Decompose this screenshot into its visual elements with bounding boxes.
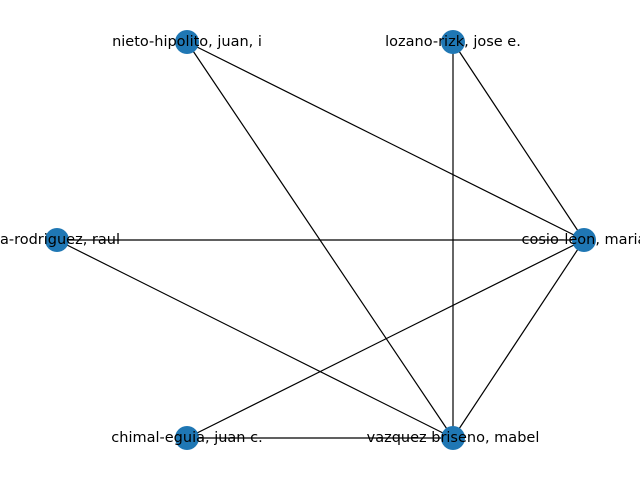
node-vazquez (441, 426, 465, 450)
label-layer: nieto-hipolito, juan, i lozano-rizk, jose… (0, 34, 640, 446)
node-label-rodriguez: ra-rodriguez, raul (0, 232, 120, 248)
node-lozano (441, 30, 465, 54)
node-rodriguez (45, 228, 69, 252)
node-label-nieto: nieto-hipolito, juan, i (112, 34, 262, 50)
edge-cosio-chimal (186, 239, 585, 439)
edge-nieto-cosio (186, 41, 585, 241)
edge-rodriguez-vazquez (56, 239, 454, 439)
edge-lozano-cosio (452, 41, 585, 241)
edge-layer (56, 41, 585, 439)
node-layer (45, 30, 596, 450)
node-label-lozano: lozano-rizk, jose e. (385, 34, 521, 50)
node-label-cosio: cosio-leon, maria (522, 232, 640, 248)
node-label-vazquez: vazquez briseno, mabel (367, 430, 540, 446)
edge-cosio-vazquez (452, 239, 585, 439)
node-label-chimal: chimal-eguia, juan c. (111, 430, 262, 446)
node-chimal (175, 426, 199, 450)
node-cosio (572, 228, 596, 252)
node-nieto (175, 30, 199, 54)
